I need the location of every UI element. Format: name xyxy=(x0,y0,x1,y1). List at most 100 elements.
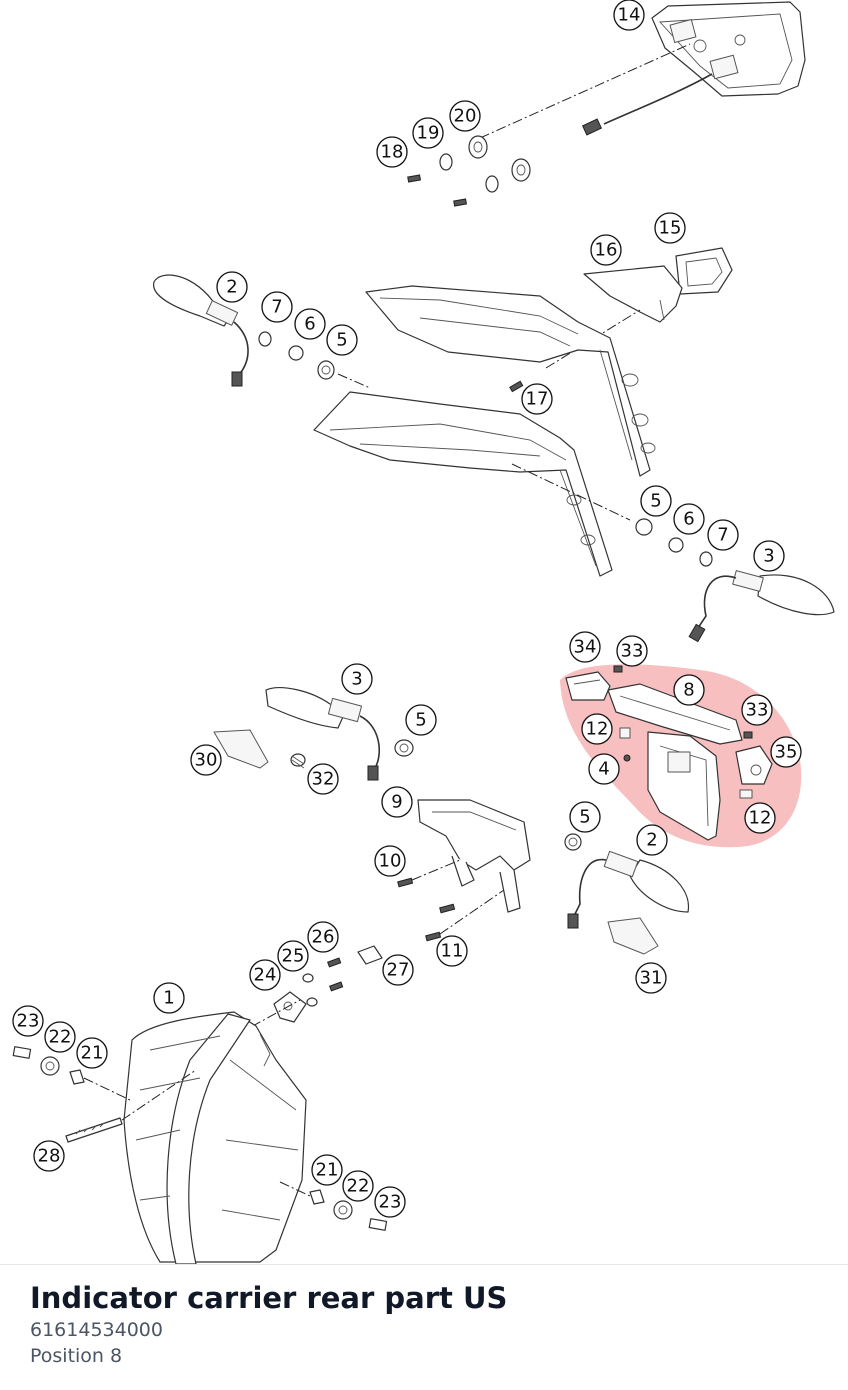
svg-text:6: 6 xyxy=(683,509,694,530)
callout-33-left[interactable]: 33 xyxy=(616,635,648,667)
callout-24[interactable]: 24 xyxy=(249,959,281,991)
callout-31[interactable]: 31 xyxy=(635,962,667,994)
rear-frame-upper xyxy=(365,285,656,477)
callout-12-right[interactable]: 12 xyxy=(744,802,776,834)
svg-text:32: 32 xyxy=(312,769,335,790)
svg-text:5: 5 xyxy=(579,807,590,828)
exploded-parts-diagram: 14 20 19 18 15 16 2 7 6 5 17 5 6 7 3 34 … xyxy=(12,0,835,1264)
headlight-hardware-left xyxy=(12,1046,197,1143)
svg-text:21: 21 xyxy=(316,1160,339,1181)
callout-32[interactable]: 32 xyxy=(307,763,339,795)
callout-10[interactable]: 10 xyxy=(374,845,406,877)
svg-text:21: 21 xyxy=(81,1043,104,1064)
part-title: Indicator carrier rear part US xyxy=(30,1281,508,1315)
callout-5-right[interactable]: 5 xyxy=(640,485,672,517)
callout-35[interactable]: 35 xyxy=(770,736,802,768)
svg-text:5: 5 xyxy=(415,710,426,731)
callout-33-right[interactable]: 33 xyxy=(741,694,773,726)
callout-12-left[interactable]: 12 xyxy=(581,713,613,745)
callout-20[interactable]: 20 xyxy=(449,100,481,132)
callout-5-mid[interactable]: 5 xyxy=(405,704,437,736)
svg-text:17: 17 xyxy=(526,389,549,410)
callout-8[interactable]: 8 xyxy=(673,674,705,706)
svg-text:4: 4 xyxy=(598,759,609,780)
svg-text:25: 25 xyxy=(282,946,305,967)
callout-25[interactable]: 25 xyxy=(277,940,309,972)
callout-18[interactable]: 18 xyxy=(376,136,408,168)
callout-2-upper[interactable]: 2 xyxy=(216,271,248,303)
callout-5-upper[interactable]: 5 xyxy=(326,324,358,356)
svg-text:27: 27 xyxy=(387,960,410,981)
grommet-set-upper xyxy=(407,135,531,207)
callout-5-lower[interactable]: 5 xyxy=(569,801,601,833)
callout-21-right[interactable]: 21 xyxy=(311,1154,343,1186)
tail-light-assembly xyxy=(479,1,806,139)
callout-4[interactable]: 4 xyxy=(588,753,620,785)
callout-1[interactable]: 1 xyxy=(153,982,185,1014)
svg-text:5: 5 xyxy=(336,330,347,351)
part-info-footer: Indicator carrier rear part US 616145340… xyxy=(0,1264,848,1390)
svg-text:20: 20 xyxy=(454,106,477,127)
svg-text:33: 33 xyxy=(621,641,644,662)
callout-7-right[interactable]: 7 xyxy=(707,519,739,551)
svg-text:8: 8 xyxy=(683,680,694,701)
callout-22-right[interactable]: 22 xyxy=(342,1170,374,1202)
callout-34[interactable]: 34 xyxy=(569,631,601,663)
callout-30[interactable]: 30 xyxy=(190,744,222,776)
callout-3-left[interactable]: 3 xyxy=(341,663,373,695)
headlight-assembly xyxy=(123,1011,307,1264)
callout-28[interactable]: 28 xyxy=(33,1140,65,1172)
svg-text:34: 34 xyxy=(574,637,597,658)
svg-text:2: 2 xyxy=(646,830,657,851)
svg-text:6: 6 xyxy=(304,314,315,335)
svg-text:12: 12 xyxy=(749,808,772,829)
callout-23-right[interactable]: 23 xyxy=(374,1186,406,1218)
callout-2-lower[interactable]: 2 xyxy=(636,824,668,856)
svg-text:1: 1 xyxy=(163,988,174,1009)
license-bracket xyxy=(397,799,531,942)
callout-23-left[interactable]: 23 xyxy=(12,1005,44,1037)
svg-text:18: 18 xyxy=(381,142,404,163)
callout-11[interactable]: 11 xyxy=(436,935,468,967)
headlight-hardware-right xyxy=(279,1181,388,1231)
callout-26[interactable]: 26 xyxy=(307,921,339,953)
callout-14[interactable]: 14 xyxy=(613,0,645,31)
callout-6-upper[interactable]: 6 xyxy=(294,308,326,340)
indicator-rear-left xyxy=(213,687,414,781)
callout-16[interactable]: 16 xyxy=(590,234,622,266)
rear-frame-lower xyxy=(313,373,631,577)
indicator-rear-right xyxy=(635,518,835,643)
svg-text:14: 14 xyxy=(618,5,641,26)
svg-text:35: 35 xyxy=(775,742,798,763)
svg-text:7: 7 xyxy=(271,297,282,318)
svg-text:22: 22 xyxy=(49,1027,72,1048)
svg-text:2: 2 xyxy=(226,277,237,298)
part-position: Position 8 xyxy=(30,1345,123,1367)
svg-text:3: 3 xyxy=(351,669,362,690)
svg-text:15: 15 xyxy=(659,218,682,239)
mount-hardware xyxy=(219,945,383,1045)
svg-text:31: 31 xyxy=(640,968,663,989)
callout-27[interactable]: 27 xyxy=(382,954,414,986)
svg-text:22: 22 xyxy=(347,1176,370,1197)
callout-19[interactable]: 19 xyxy=(412,117,444,149)
svg-text:12: 12 xyxy=(586,719,609,740)
indicator-front-right xyxy=(564,833,690,955)
callout-22-left[interactable]: 22 xyxy=(44,1021,76,1053)
svg-text:10: 10 xyxy=(379,851,402,872)
callout-17[interactable]: 17 xyxy=(521,383,553,415)
svg-text:28: 28 xyxy=(38,1146,61,1167)
callout-15[interactable]: 15 xyxy=(654,212,686,244)
callout-3-right[interactable]: 3 xyxy=(753,540,785,572)
svg-text:9: 9 xyxy=(391,792,402,813)
callout-6-right[interactable]: 6 xyxy=(673,503,705,535)
svg-text:24: 24 xyxy=(254,965,277,986)
svg-text:3: 3 xyxy=(763,546,774,567)
callout-7-upper[interactable]: 7 xyxy=(261,291,293,323)
callout-21-left[interactable]: 21 xyxy=(76,1037,108,1069)
callout-9[interactable]: 9 xyxy=(381,786,413,818)
indicator-carrier-part-8 xyxy=(565,665,773,841)
svg-text:23: 23 xyxy=(379,1192,402,1213)
svg-text:26: 26 xyxy=(312,927,335,948)
license-light-parts xyxy=(545,247,733,369)
